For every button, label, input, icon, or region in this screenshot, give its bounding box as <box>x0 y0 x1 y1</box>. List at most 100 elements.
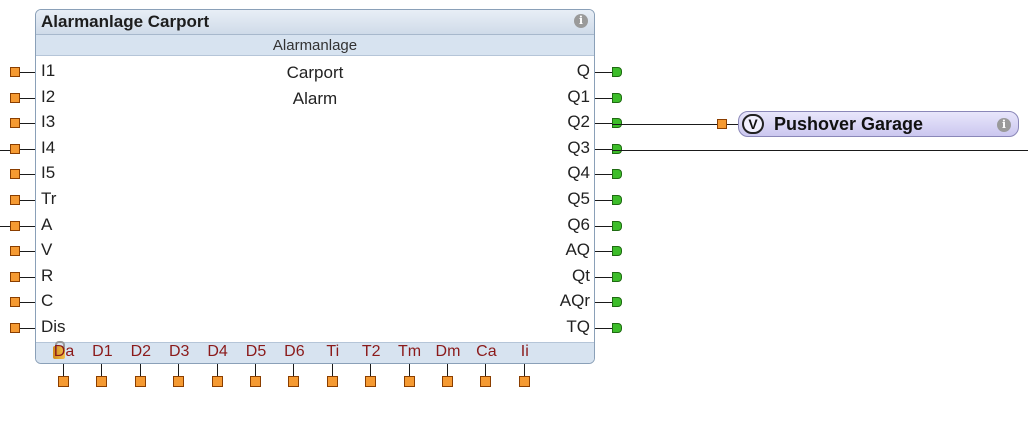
parameter-pin[interactable] <box>288 376 300 387</box>
pushover-input-pin[interactable] <box>717 119 727 129</box>
input-pin[interactable] <box>10 323 20 333</box>
output-pin[interactable] <box>612 220 622 231</box>
input-stub <box>20 328 35 329</box>
output-pin[interactable] <box>612 195 622 205</box>
input-stub <box>20 174 35 176</box>
input-pin[interactable] <box>10 143 20 154</box>
parameter-stub <box>101 364 103 376</box>
wire-q2-to-pushover[interactable] <box>612 124 722 125</box>
parameter-stub <box>523 364 525 376</box>
input-label: C <box>41 291 54 311</box>
input-pin[interactable] <box>10 195 20 205</box>
output-label: Q <box>576 61 590 80</box>
output-stub <box>595 302 612 304</box>
virtual-output-badge: V <box>742 114 764 134</box>
output-label: Q1 <box>567 86 590 106</box>
output-label: AQr <box>559 291 590 311</box>
input-pin[interactable] <box>10 92 20 103</box>
output-pin[interactable] <box>612 271 622 282</box>
parameter-pin[interactable] <box>403 376 415 387</box>
pushover-garage-block[interactable]: V Pushover Garage i <box>738 111 1019 137</box>
parameter-stub <box>216 364 218 376</box>
output-stub <box>595 97 612 99</box>
parameter-pin[interactable] <box>250 376 261 387</box>
alarm-system-block[interactable]: Alarmanlage Carport i Alarmanlage Carpor… <box>35 9 595 364</box>
block-title: Alarmanlage Carport <box>41 12 210 31</box>
parameter-stub <box>485 364 487 376</box>
block-header[interactable]: Alarmanlage Carport i <box>36 10 594 35</box>
input-label: Tr <box>41 189 57 208</box>
parameter-label: Tm <box>398 343 422 360</box>
block-description-line-1: Carport <box>286 63 344 82</box>
parameter-label: D6 <box>284 343 305 360</box>
block-description-line-2: Alarm <box>292 89 338 108</box>
parameter-stub <box>139 364 141 376</box>
parameter-stub <box>370 364 372 376</box>
parameter-pin[interactable] <box>442 376 453 387</box>
output-label: Q3 <box>567 137 590 157</box>
lock-icon <box>53 341 65 359</box>
input-pin[interactable] <box>10 220 20 231</box>
input-pin[interactable] <box>10 118 20 129</box>
parameter-pin[interactable] <box>518 376 530 387</box>
output-pin[interactable] <box>612 67 622 77</box>
parameter-stub <box>255 364 256 376</box>
parameter-pin[interactable] <box>173 376 185 387</box>
wire-q3[interactable] <box>612 150 1028 151</box>
output-label: AQ <box>565 240 590 260</box>
input-label: I4 <box>41 137 56 157</box>
output-label: Q2 <box>567 112 590 132</box>
parameter-stub <box>178 364 180 376</box>
block-type-label: Alarmanlage <box>272 37 358 54</box>
input-stub <box>20 97 35 99</box>
input-pin[interactable] <box>10 67 20 77</box>
input-label: I1 <box>41 61 56 80</box>
output-stub <box>595 225 612 227</box>
output-pin[interactable] <box>612 92 622 103</box>
input-label: V <box>41 240 53 260</box>
parameter-pin[interactable] <box>480 376 492 387</box>
parameter-label: Ti <box>326 343 340 360</box>
output-stub <box>595 148 612 150</box>
output-label: Qt <box>572 265 590 285</box>
info-icon[interactable]: i <box>997 118 1011 132</box>
output-pin[interactable] <box>612 169 622 180</box>
input-stub <box>20 200 35 201</box>
output-label: Q5 <box>567 189 590 208</box>
parameter-pin[interactable] <box>58 376 69 387</box>
parameter-label: D5 <box>245 343 267 360</box>
input-pin[interactable] <box>10 297 20 308</box>
input-stub <box>20 148 35 150</box>
input-pin[interactable] <box>10 169 20 180</box>
output-pin[interactable] <box>612 143 622 154</box>
output-label: TQ <box>566 317 590 336</box>
input-stub <box>20 302 35 304</box>
parameter-pin[interactable] <box>326 376 338 387</box>
parameter-label: D2 <box>130 343 152 360</box>
parameter-stub <box>331 364 333 376</box>
output-pin[interactable] <box>612 246 622 257</box>
input-label: I2 <box>41 86 56 106</box>
parameter-pin[interactable] <box>96 376 108 387</box>
output-pin[interactable] <box>612 118 622 129</box>
parameter-pin[interactable] <box>211 376 223 387</box>
input-label: I3 <box>41 112 56 132</box>
input-label: A <box>41 214 53 234</box>
wire-i4[interactable] <box>0 150 10 151</box>
input-pin[interactable] <box>10 271 20 282</box>
input-stub <box>20 251 35 253</box>
wire-a[interactable] <box>0 226 10 227</box>
parameter-stub <box>408 364 410 376</box>
input-pin[interactable] <box>10 246 20 257</box>
info-icon[interactable]: i <box>574 14 588 28</box>
pushover-label: Pushover Garage <box>774 114 924 134</box>
output-stub <box>595 251 612 253</box>
parameter-pin[interactable] <box>365 376 377 387</box>
output-pin[interactable] <box>612 323 622 333</box>
parameter-pin[interactable] <box>134 376 146 387</box>
output-pin[interactable] <box>612 297 622 308</box>
input-stub <box>20 276 35 278</box>
parameter-stub <box>447 364 448 376</box>
input-label: R <box>41 265 54 285</box>
